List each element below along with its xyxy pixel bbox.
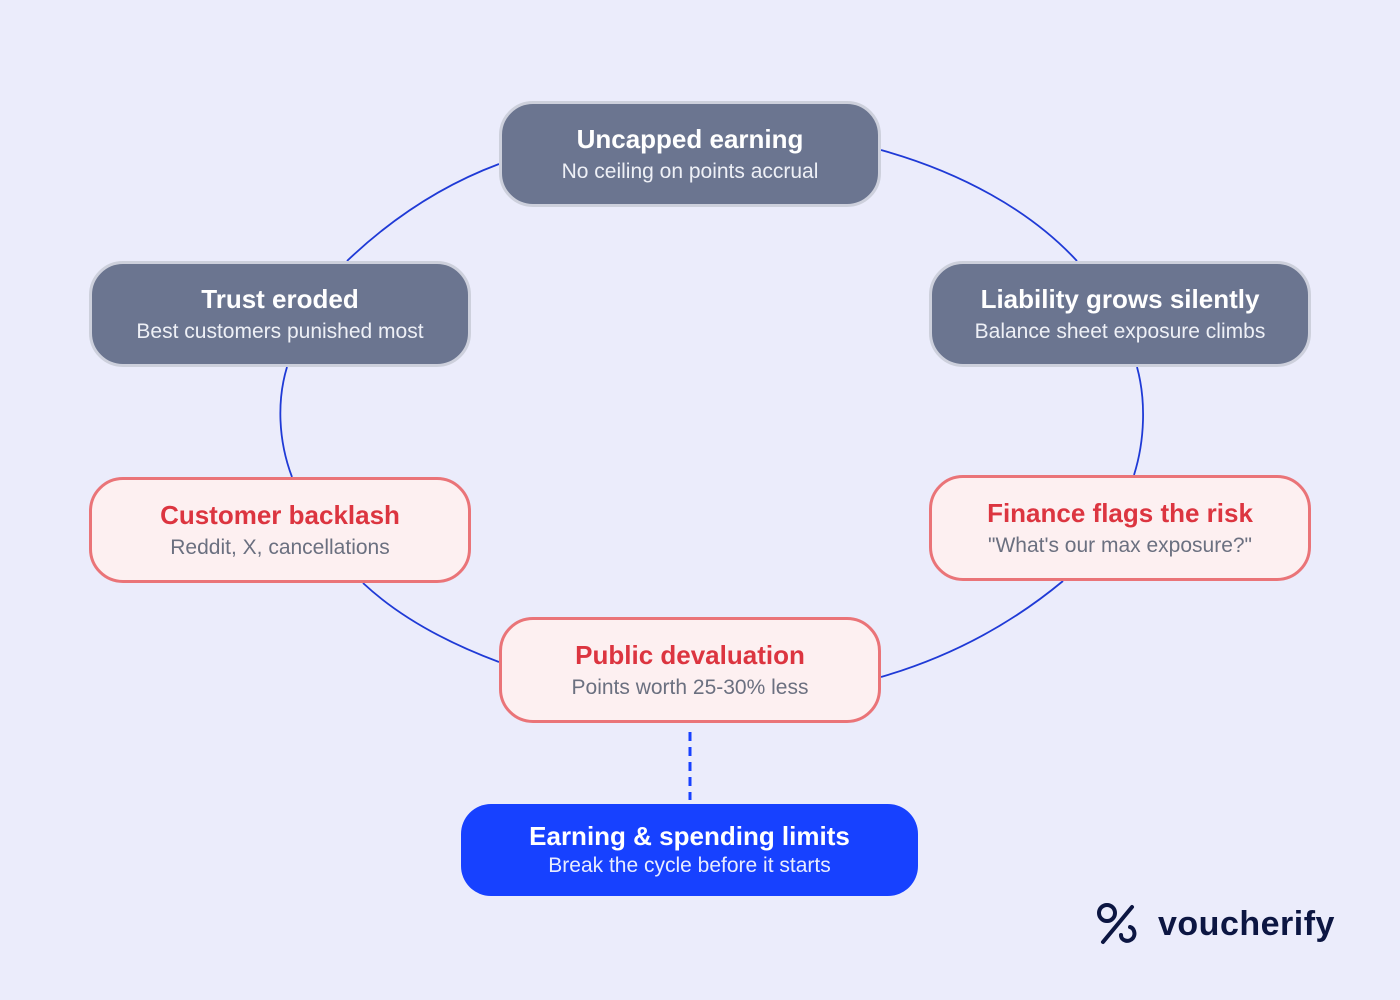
node-subtitle: Best customers punished most — [136, 319, 424, 343]
node-customer-backlash: Customer backlash Reddit, X, cancellatio… — [89, 477, 471, 583]
connector-top-to-liability — [880, 149, 1078, 262]
node-earning-spending-limits: Earning & spending limits Break the cycl… — [461, 804, 918, 896]
node-title: Customer backlash — [160, 499, 400, 530]
node-public-devaluation: Public devaluation Points worth 25-30% l… — [499, 617, 881, 723]
connector-finance-to-devaluation — [880, 580, 1064, 678]
node-finance-flags-risk: Finance flags the risk "What's our max e… — [929, 475, 1311, 581]
node-subtitle: Points worth 25-30% less — [571, 675, 809, 699]
node-title: Finance flags the risk — [987, 497, 1253, 528]
voucherify-logo: voucherify — [1096, 900, 1346, 948]
node-subtitle: "What's our max exposure?" — [987, 533, 1253, 557]
connector-trust-to-top — [346, 163, 500, 262]
node-subtitle: Break the cycle before it starts — [548, 854, 831, 877]
node-subtitle: No ceiling on points accrual — [561, 159, 819, 183]
node-title: Trust eroded — [201, 283, 359, 314]
connector-liability-to-finance — [1133, 366, 1144, 476]
node-subtitle: Balance sheet exposure climbs — [974, 319, 1266, 343]
node-subtitle: Reddit, X, cancellations — [170, 535, 390, 559]
node-title: Earning & spending limits — [529, 821, 850, 851]
node-trust-eroded: Trust eroded Best customers punished mos… — [89, 261, 471, 367]
node-liability-grows: Liability grows silently Balance sheet e… — [929, 261, 1311, 367]
connector-devaluation-to-backlash — [362, 582, 500, 663]
percent-logo-icon — [1097, 903, 1137, 944]
node-title: Liability grows silently — [980, 283, 1260, 314]
node-uncapped-earning: Uncapped earning No ceiling on points ac… — [499, 101, 881, 207]
connector-backlash-to-trust — [279, 366, 293, 478]
brand-name: voucherify — [1158, 904, 1335, 943]
node-title: Uncapped earning — [576, 123, 804, 154]
node-title: Public devaluation — [575, 639, 805, 670]
